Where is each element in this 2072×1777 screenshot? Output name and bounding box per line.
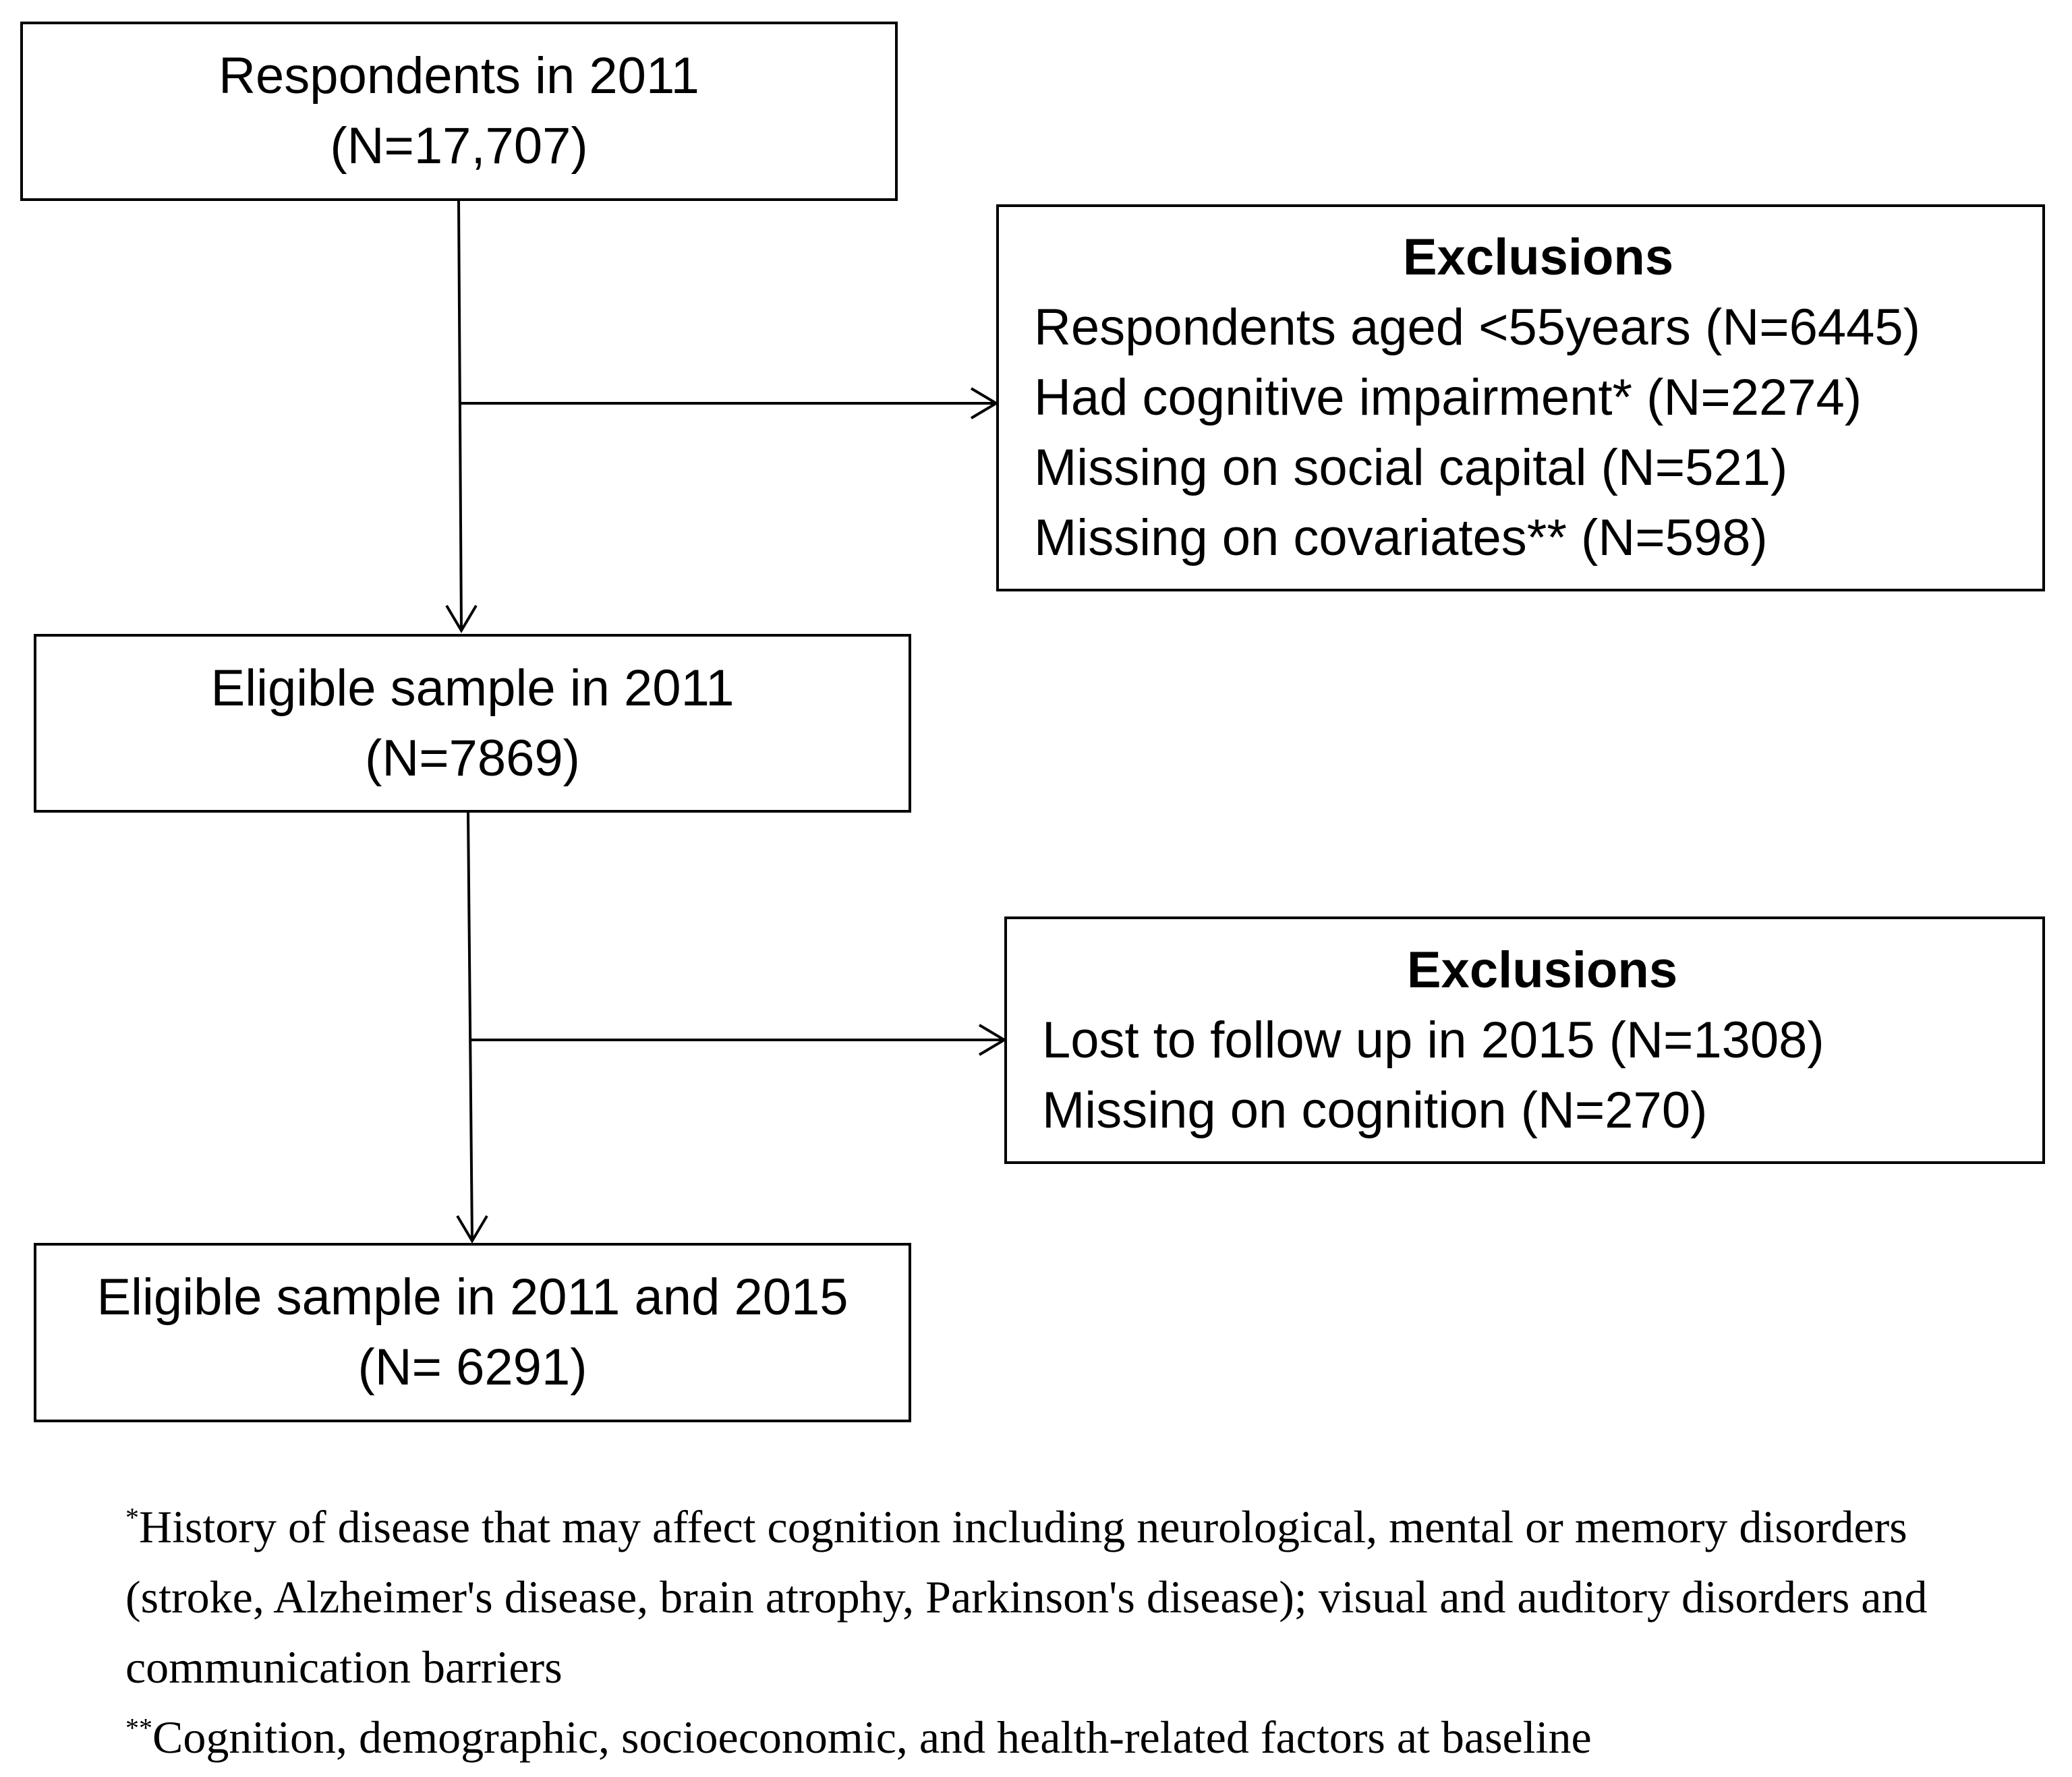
eligible-2011-box: Eligible sample in 2011 (N=7869): [34, 634, 911, 813]
exclusion-item: Lost to follow up in 2015 (N=1308): [1042, 1011, 1824, 1069]
respondents-title: Respondents in 2011: [219, 47, 699, 105]
respondents-box: Respondents in 2011 (N=17,707): [20, 22, 898, 201]
exclusion-item: Respondents aged <55years (N=6445): [1034, 299, 1921, 356]
footnote-text: Cognition, demographic, socioeconomic, a…: [152, 1712, 1592, 1763]
footnote: *History of disease that may affect cogn…: [125, 1492, 2041, 1702]
exclusions-box-1: Exclusions Respondents aged <55years (N=…: [996, 204, 2045, 591]
exclusions-1-title: Exclusions: [1402, 229, 1674, 286]
footnote-text: History of disease that may affect cogni…: [125, 1501, 1928, 1693]
respondents-count: (N=17,707): [330, 117, 588, 175]
eligible-2011-count: (N=7869): [365, 729, 580, 787]
arrowhead-eligible-2011: [445, 604, 478, 633]
footnote: **Cognition, demographic, socioeconomic,…: [125, 1702, 2041, 1772]
exclusion-item: Missing on covariates** (N=598): [1034, 509, 1768, 566]
footnote-mark: *: [125, 1502, 139, 1533]
exclusion-item: Missing on cognition (N=270): [1042, 1081, 1708, 1139]
footnotes: *History of disease that may affect cogn…: [125, 1492, 2041, 1772]
exclusion-item: Had cognitive impairment* (N=2274): [1034, 369, 1862, 426]
footnote-mark: **: [125, 1712, 152, 1743]
eligible-2011-2015-box: Eligible sample in 2011 and 2015 (N= 629…: [34, 1243, 911, 1422]
eligible-2011-2015-count: (N= 6291): [357, 1339, 587, 1396]
eligible-2011-title: Eligible sample in 2011: [210, 659, 735, 717]
exclusions-box-2: Exclusions Lost to follow up in 2015 (N=…: [1004, 916, 2045, 1164]
exclusions-2-title: Exclusions: [1406, 941, 1678, 999]
arrowhead-eligible-2011-2015: [456, 1215, 488, 1244]
connector-eligible-to-final: [467, 812, 473, 1242]
connector-respondents-to-eligible: [457, 200, 463, 631]
eligible-2011-2015-title: Eligible sample in 2011 and 2015: [96, 1269, 848, 1326]
exclusion-item: Missing on social capital (N=521): [1034, 439, 1788, 496]
